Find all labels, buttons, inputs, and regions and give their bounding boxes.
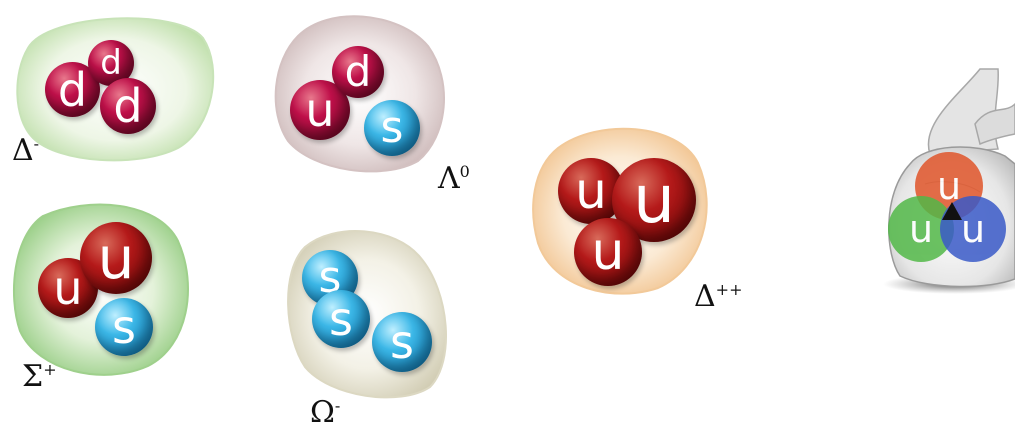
d-quark: d [45, 62, 100, 117]
omega-minus-label: Ω- [310, 398, 340, 428]
d-quark: d [332, 46, 384, 98]
s-quark: s [95, 298, 153, 356]
particle-symbol: Λ [438, 161, 460, 196]
particle-symbol: Δ [694, 279, 716, 314]
particle-charge: - [33, 134, 40, 153]
particle-charge: 0 [459, 162, 470, 181]
lambda-zero-label: Λ0 [438, 164, 470, 194]
particle-symbol: Σ [22, 359, 44, 394]
s-quark: s [372, 312, 432, 372]
particle-charge: - [334, 396, 341, 415]
particle-charge: ++ [715, 280, 743, 299]
sigma-plus-label: Σ+ [22, 362, 57, 392]
delta-plus-plus-label: Δ++ [694, 282, 742, 312]
u-quark: u [574, 218, 642, 286]
delta-minus-label: Δ- [12, 136, 39, 166]
particle-charge: + [43, 360, 57, 379]
u-quark: u [80, 222, 152, 294]
particle-symbol: Δ [12, 133, 34, 168]
particle-symbol: Ω [310, 395, 335, 430]
triangle-marker-icon [942, 202, 962, 220]
baryon-bag [287, 230, 447, 399]
d-quark: d [100, 78, 156, 134]
s-quark: s [312, 290, 370, 348]
s-quark: s [364, 100, 420, 156]
